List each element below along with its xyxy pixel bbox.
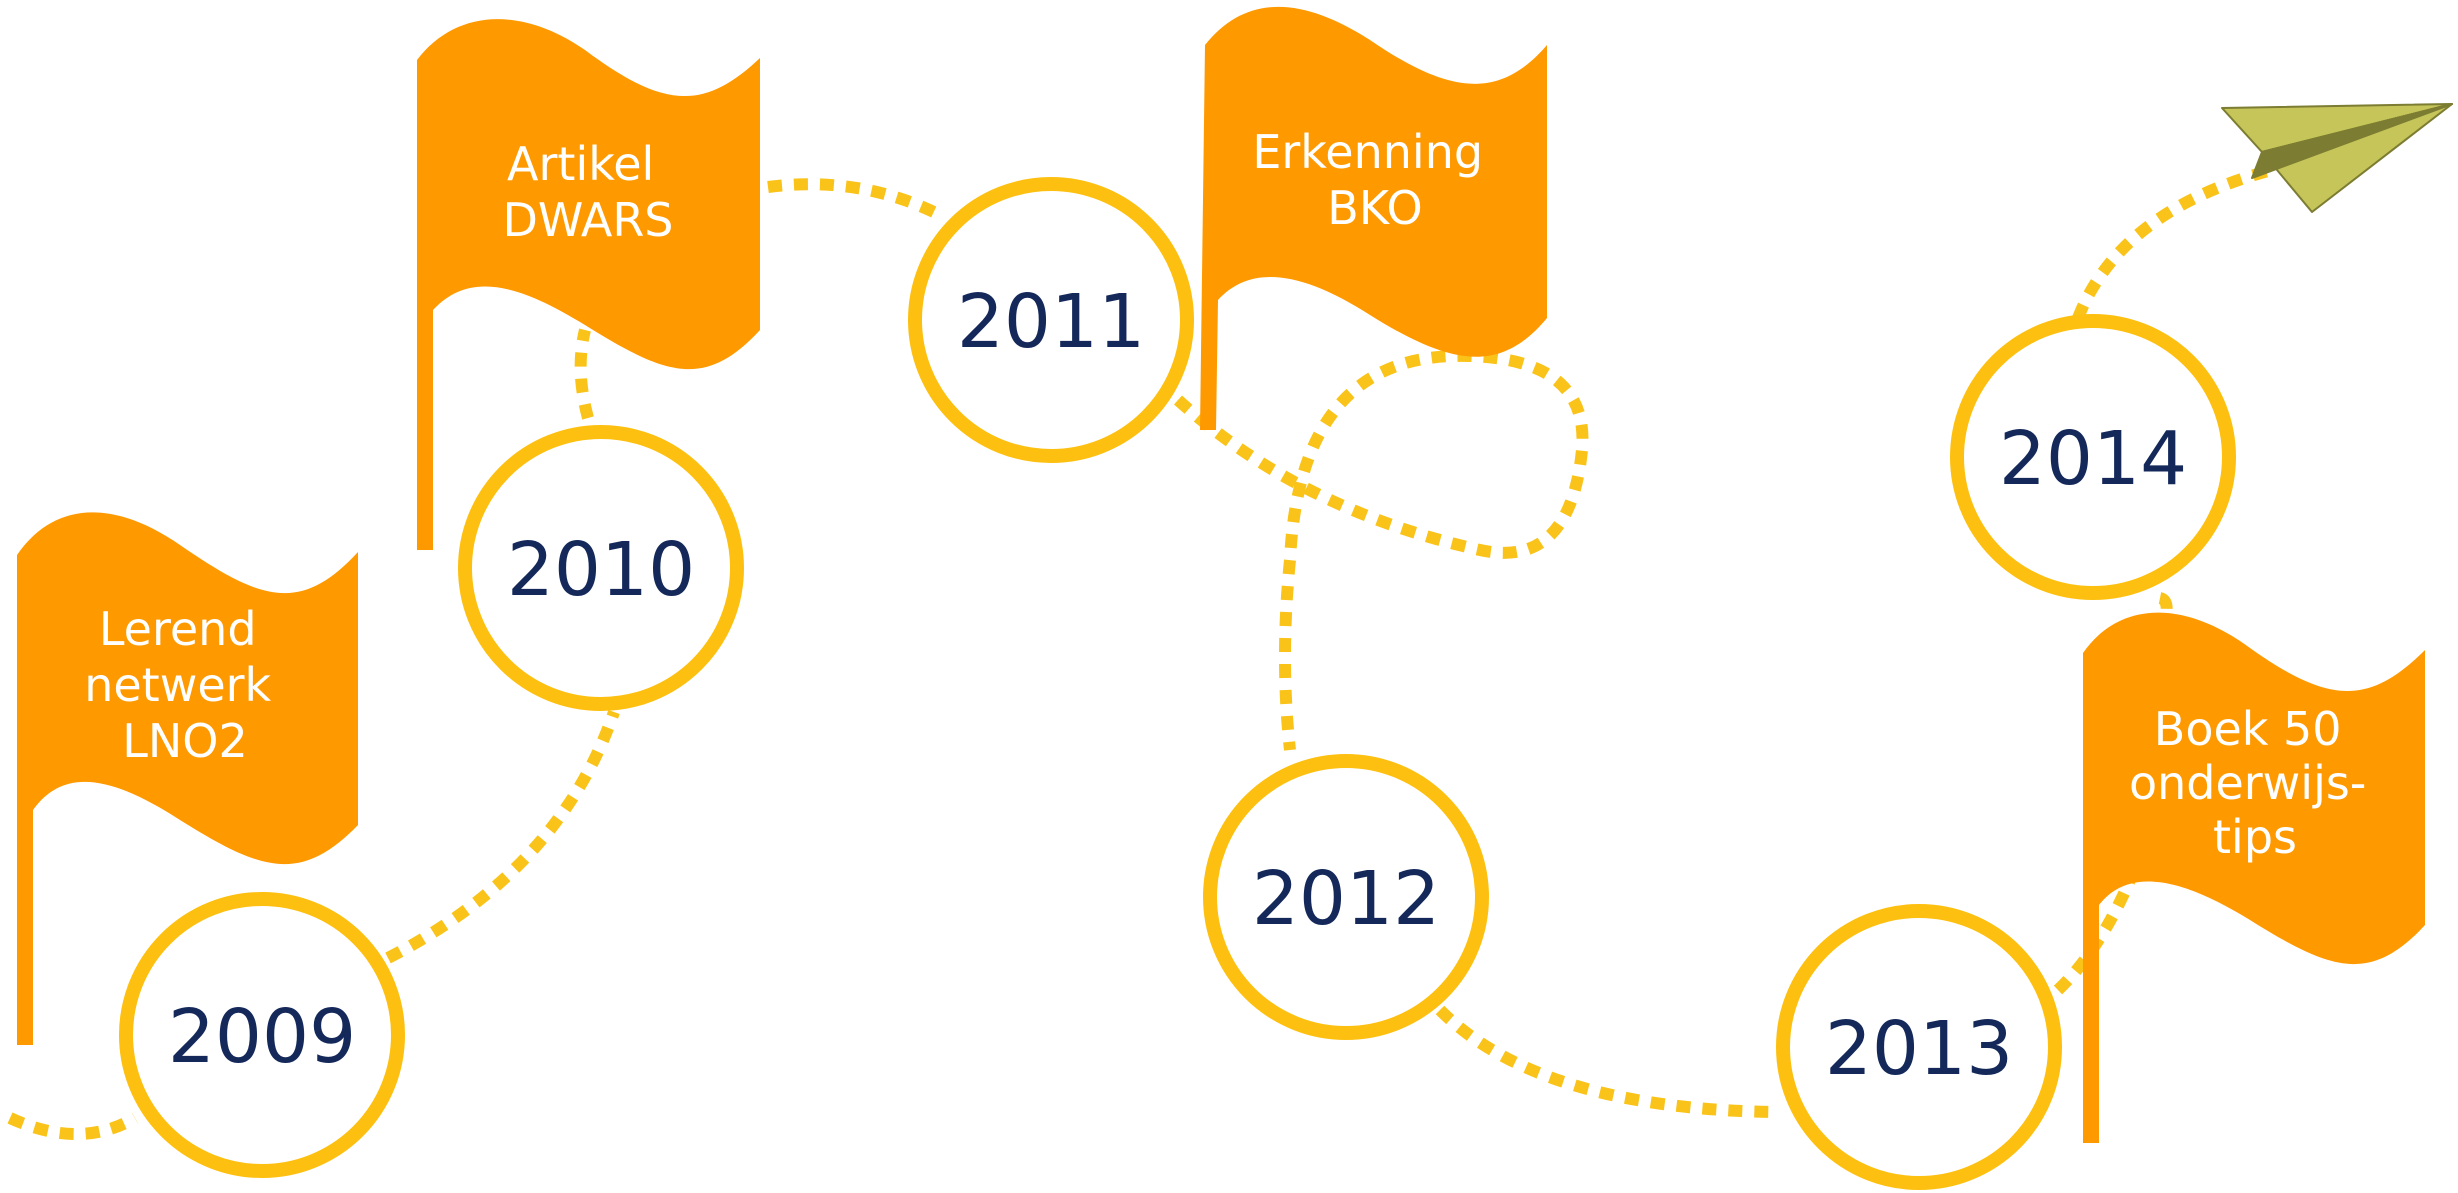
- milestone-year: 2012: [1252, 856, 1440, 942]
- milestone-2009: 2009: [119, 892, 405, 1178]
- milestone-2012: 2012: [1203, 754, 1489, 1040]
- flag-label-line: tips: [2213, 810, 2297, 864]
- milestone-year: 2014: [1999, 416, 2187, 502]
- milestone-2014: 2014: [1950, 314, 2236, 600]
- flag-label: Lerend netwerk LNO2: [84, 602, 286, 768]
- timeline-path: [7, 164, 2274, 1140]
- flag-boek-50-onderwijstips: Boek 50 onderwijs- tips: [2083, 612, 2425, 1143]
- milestone-2010: 2010: [458, 425, 744, 711]
- flag-label-line: LNO2: [122, 714, 248, 768]
- path-segment-2010-flag: [574, 328, 594, 420]
- flag-label-line: netwerk: [84, 658, 271, 712]
- flag-label-line: Boek 50: [2154, 702, 2342, 756]
- flag-shape: [417, 19, 760, 551]
- flag-label-line: Artikel: [507, 137, 654, 191]
- path-segment-2014-plane: [2072, 164, 2274, 321]
- milestone-circle: [1950, 314, 2236, 600]
- milestone-year: 2011: [957, 279, 1145, 365]
- flag-label-line: Lerend: [99, 602, 257, 656]
- flag-label: Artikel DWARS: [502, 137, 673, 247]
- flag-label-line: Erkenning: [1252, 125, 1483, 179]
- milestone-circle: [119, 892, 405, 1178]
- milestone-year: 2010: [507, 527, 695, 613]
- flag-label: Erkenning BKO: [1252, 125, 1497, 235]
- path-segment-2011-loop: [1173, 349, 1589, 751]
- flag-shape: [17, 512, 358, 1045]
- milestone-year: 2009: [168, 994, 356, 1080]
- flag-shape: [2083, 612, 2425, 1143]
- flag-lerend-netwerk: Lerend netwerk LNO2: [17, 512, 358, 1045]
- paper-plane-icon: [2221, 103, 2453, 213]
- milestone-circle: [908, 177, 1194, 463]
- path-segment-flag-2014: [2158, 592, 2173, 622]
- flag-erkenning-bko: Erkenning BKO: [1200, 6, 1547, 431]
- path-segment-flag-2011: [767, 178, 943, 221]
- milestone-circle: [458, 425, 744, 711]
- milestone-circle: [1776, 904, 2062, 1190]
- plane-fold: [2251, 103, 2453, 179]
- flag-label-line: BKO: [1327, 181, 1422, 235]
- flag-label-line: DWARS: [502, 193, 673, 247]
- milestone-circle: [1203, 754, 1489, 1040]
- milestone-year: 2013: [1825, 1006, 2013, 1092]
- flag-label: Boek 50 onderwijs- tips: [2129, 702, 2381, 864]
- flag-label-line: onderwijs-: [2129, 756, 2366, 810]
- flag-shape: [1200, 6, 1547, 431]
- flag-artikel-dwars: Artikel DWARS: [417, 19, 760, 551]
- path-segment-2009-2010: [385, 710, 620, 964]
- path-segment-2012-2013: [1435, 1005, 1781, 1118]
- milestone-2011: 2011: [908, 177, 1194, 463]
- path-segment-start: [7, 1112, 139, 1140]
- milestone-2013: 2013: [1776, 904, 2062, 1190]
